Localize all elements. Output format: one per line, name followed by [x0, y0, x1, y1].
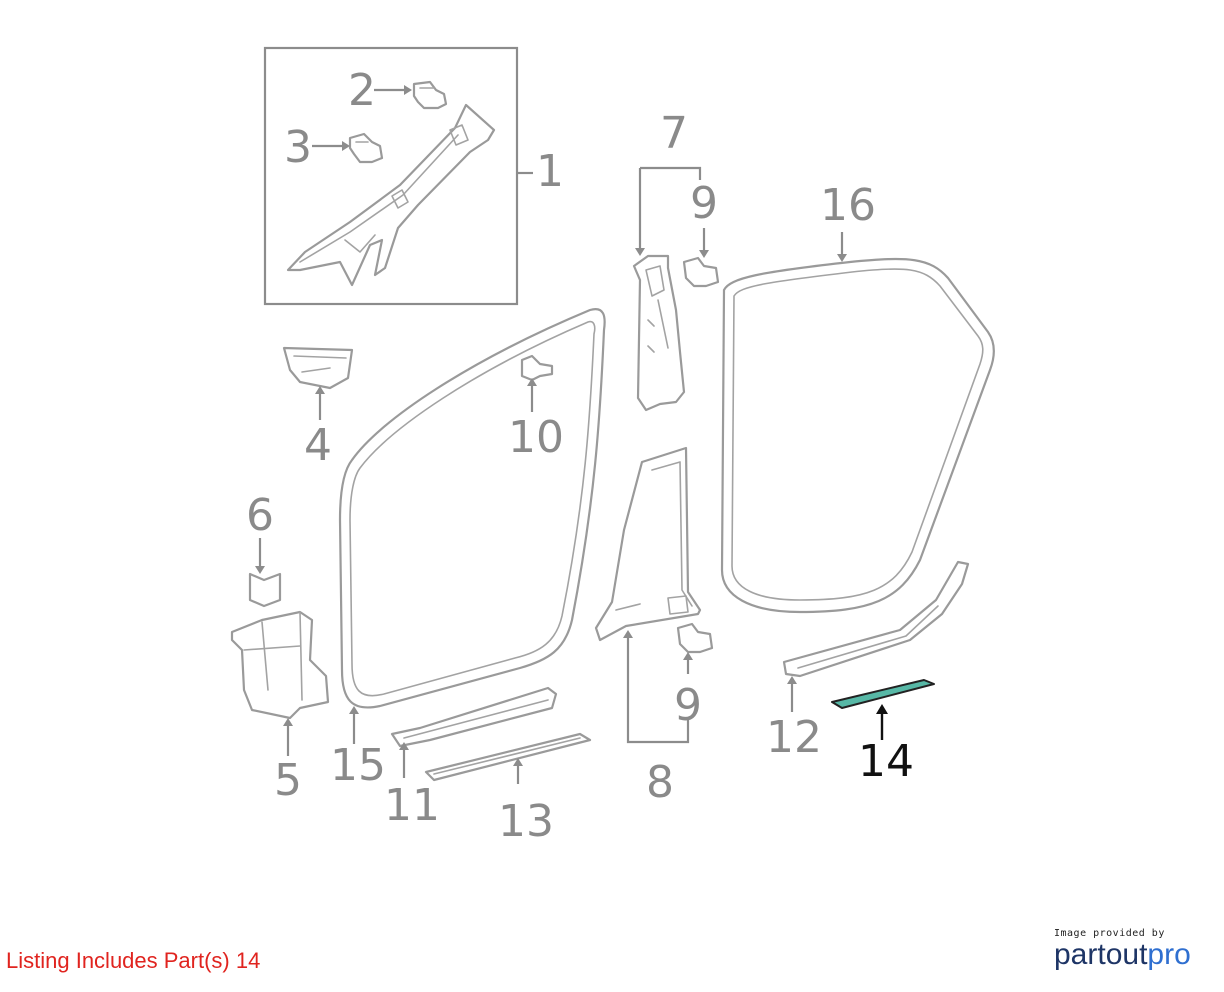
part-3-clip [348, 132, 384, 164]
part-15-front-weatherstrip [338, 308, 606, 709]
brand-caption: Image provided by [1054, 928, 1165, 939]
part-9-clip-upper [682, 256, 720, 288]
part-8-lower-pillar [594, 446, 702, 642]
part-14-highlighted-sill-plate [831, 679, 935, 709]
part-5-cowl-trim [230, 610, 330, 720]
callout-1: 1 [536, 146, 564, 197]
callout-5: 5 [274, 755, 302, 806]
callout-labels: 1 2 3 4 5 6 7 8 9 9 10 11 12 13 14 15 16 [246, 65, 914, 847]
part-13-scuff-plate [424, 732, 592, 782]
part-4-bracket [282, 346, 354, 390]
callout-13: 13 [498, 796, 554, 847]
callout-7: 7 [660, 108, 688, 159]
part-2-clip [412, 80, 448, 110]
callout-12: 12 [766, 712, 822, 763]
leader-lines [258, 88, 884, 784]
callout-11: 11 [384, 780, 440, 831]
callout-14: 14 [858, 736, 914, 787]
brand-part1: partout [1054, 938, 1148, 971]
callout-2: 2 [348, 65, 376, 116]
part-12-rear-sill [782, 560, 970, 678]
callout-16: 16 [820, 180, 876, 231]
part-16-rear-weatherstrip [720, 257, 995, 614]
brand-part2: pro [1147, 938, 1191, 971]
callout-9-lower: 9 [674, 680, 702, 731]
callout-4: 4 [304, 420, 332, 471]
callout-10: 10 [508, 412, 564, 463]
part-9-clip-lower [676, 622, 714, 654]
listing-includes-text: Listing Includes Part(s) 14 [6, 948, 261, 973]
part-1-group-box [263, 46, 519, 306]
arrowheads [255, 85, 888, 766]
part-7-upper-pillar [632, 254, 686, 412]
callout-8: 8 [646, 757, 674, 808]
callout-3: 3 [284, 122, 312, 173]
part-1-pillar-garnish [286, 103, 496, 287]
part-10-clip [520, 354, 554, 382]
callout-15: 15 [330, 740, 386, 791]
partoutpro-logo: Image provided by partoutpro [1054, 928, 1214, 971]
part-6-clip [248, 572, 282, 608]
brand-wordmark: partoutpro [1054, 939, 1214, 971]
callout-9-upper: 9 [690, 178, 718, 229]
callout-6: 6 [246, 490, 274, 541]
